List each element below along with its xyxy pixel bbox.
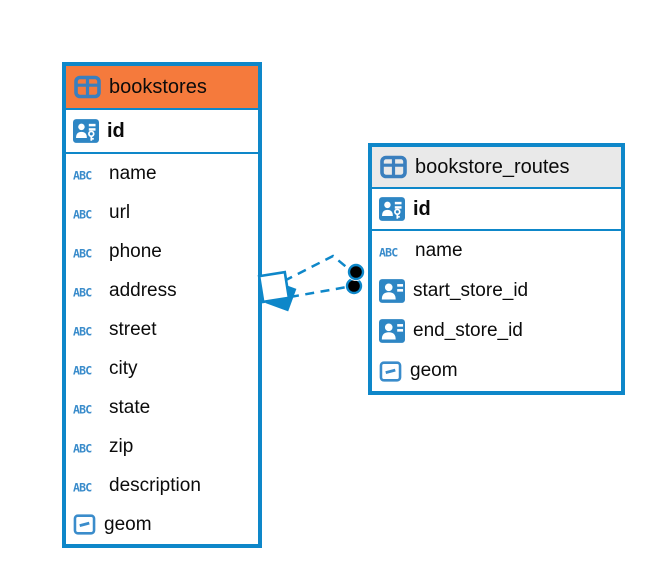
text-type-icon [73,163,101,185]
bookstore-routes-table-header[interactable]: bookstore_routes [372,147,621,189]
column-row[interactable]: city [66,349,258,388]
column-row[interactable]: street [66,310,258,349]
column-row[interactable]: phone [66,232,258,271]
column-name: name [415,240,463,261]
column-name: id [413,197,431,220]
column-row[interactable]: url [66,193,258,232]
relationship-line[interactable] [289,285,348,299]
column-row[interactable]: state [66,388,258,427]
bookstore-routes-table[interactable]: bookstore_routes id name start_store_id … [368,143,625,395]
text-type-icon [73,358,101,380]
column-row[interactable]: geom [66,505,258,544]
column-name: name [109,162,157,184]
column-name: geom [410,360,458,381]
text-type-icon [73,436,101,458]
column-row[interactable]: address [66,271,258,310]
text-type-icon [379,240,407,262]
relationship-dot-marker [345,263,365,295]
column-name: address [109,279,177,301]
text-type-icon [73,280,101,302]
geometry-type-icon [379,361,402,382]
column-name: phone [109,240,162,262]
column-row[interactable]: zip [66,427,258,466]
column-name: state [109,396,151,418]
text-type-icon [73,202,101,224]
column-row[interactable]: geom [372,351,621,391]
text-type-icon [73,397,101,419]
table-title: bookstores [109,75,207,98]
bookstores-table-header[interactable]: bookstores [66,66,258,110]
column-row[interactable]: start_store_id [372,271,621,311]
column-row[interactable]: name [66,154,258,193]
relationship-line[interactable] [283,254,351,283]
column-row-pk[interactable]: id [66,110,258,154]
text-type-icon [73,475,101,497]
table-icon [380,155,407,179]
reference-type-icon [379,279,405,303]
column-row-pk[interactable]: id [372,189,621,231]
column-name: street [109,318,157,340]
primary-key-icon [379,197,405,221]
reference-type-icon [379,319,405,343]
column-name: city [109,357,138,379]
column-row[interactable]: end_store_id [372,311,621,351]
column-name: geom [104,513,152,535]
column-name: zip [109,435,134,457]
text-type-icon [73,319,101,341]
column-name: end_store_id [413,320,523,341]
text-type-icon [73,241,101,263]
column-row[interactable]: name [372,231,621,271]
column-name: url [109,201,131,223]
table-title: bookstore_routes [415,155,570,178]
geometry-type-icon [73,514,96,535]
column-name: description [109,474,201,496]
column-row[interactable]: description [66,466,258,505]
column-name: start_store_id [413,280,529,301]
bookstores-table[interactable]: bookstores id name url phone address str… [62,62,262,548]
column-name: id [107,119,125,142]
primary-key-icon [73,119,99,143]
table-icon [74,75,101,99]
